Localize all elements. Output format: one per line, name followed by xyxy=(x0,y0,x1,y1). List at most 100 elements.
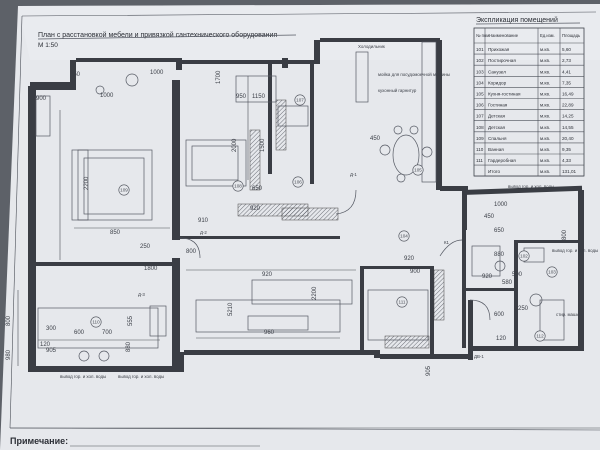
dimension-label: 920 xyxy=(404,256,415,262)
dv1-label: ДВ-1 xyxy=(474,354,484,359)
wardrobes xyxy=(237,99,445,349)
explication-cell: м.кв. xyxy=(540,147,550,152)
room-number-circle xyxy=(90,316,102,328)
room-number: 111 xyxy=(399,300,406,305)
water-outlet-left: вывод гор. и хол. воды xyxy=(60,374,106,379)
dimension-label: 905 xyxy=(46,348,57,354)
room-number: 110 xyxy=(92,320,100,325)
explication-cell: 14,55 xyxy=(562,125,574,130)
dimension-label: 920 xyxy=(250,206,261,212)
dimension-label: 650 xyxy=(252,186,263,192)
dimension-label: 1000 xyxy=(100,93,114,99)
exterior-walls xyxy=(28,38,584,372)
dimension-label: 1000 xyxy=(494,202,508,208)
room-number-circle xyxy=(546,266,558,278)
explication-cell: Постирочная xyxy=(488,58,516,63)
explication-cell: м.кв. xyxy=(540,114,550,119)
explication-cell: 111 xyxy=(476,158,483,163)
note-label: Примечание: xyxy=(10,436,68,446)
explication-title: Экспликация помещений xyxy=(476,16,558,24)
explication-cell: 108 xyxy=(476,125,484,130)
door-d3: Д-3 xyxy=(138,292,145,297)
explication-cell: Детская xyxy=(488,114,506,119)
water-outlet-right-1: вывод гор. и хол. воды xyxy=(508,184,554,189)
explication-cell: 101 xyxy=(476,47,484,52)
dimension-label: 450 xyxy=(370,136,381,142)
dimension-label: 580 xyxy=(502,280,513,286)
room-number-circle xyxy=(118,184,130,196)
room-number-circle xyxy=(518,250,530,262)
explication-cell: м.кв. xyxy=(540,69,550,74)
explication-cell: 4,33 xyxy=(562,158,571,163)
dimension-label: 910 xyxy=(198,218,209,224)
explication-cell: 102 xyxy=(476,58,484,63)
room-number: 109 xyxy=(120,188,128,193)
explication-cell: 131,01 xyxy=(562,169,576,174)
dimension-label: 800 xyxy=(562,229,568,240)
water-outlet-mid: вывод гор. и хол. воды xyxy=(118,374,164,379)
dimension-label: 1150 xyxy=(252,94,266,100)
dimension-label: 1800 xyxy=(144,266,158,272)
explication-table: Экспликация помещений № пом. Наименовани… xyxy=(473,16,585,177)
dimension-label: 920 xyxy=(262,272,273,278)
water-outlet-right-2: вывод гор. и хол. воды xyxy=(552,248,598,253)
interior-walls xyxy=(36,64,580,368)
dimension-label: 960 xyxy=(264,330,275,336)
explication-cell: Спальня xyxy=(488,136,507,141)
dimension-lines xyxy=(17,76,356,366)
dimension-label: 2200 xyxy=(312,286,318,300)
plan-annotations: Холодильник мойка для посудомоечной маши… xyxy=(60,44,598,379)
dimension-label: 600 xyxy=(494,312,505,318)
kitchen-note-2: кухонный гарнитур xyxy=(378,88,417,93)
paper-sheet xyxy=(0,4,600,450)
dimension-label: 850 xyxy=(110,230,121,236)
explication-cell: 7,35 xyxy=(562,80,571,85)
explication-cell: 2,73 xyxy=(562,58,571,63)
explication-cell: Прихожая xyxy=(488,47,510,52)
explication-cell: 104 xyxy=(476,80,484,85)
explication-header-unit: Ед.изм. xyxy=(540,33,555,38)
dimension-label: 800 xyxy=(6,315,12,326)
explication-cell: м.кв. xyxy=(540,136,550,141)
explication-cell: Гостиная xyxy=(488,103,508,108)
explication-cell: 9,35 xyxy=(562,147,571,152)
explication-header-area: Площадь xyxy=(562,33,581,38)
room-number: 106 xyxy=(294,180,302,185)
dimension-label: 800 xyxy=(186,249,197,255)
dimension-label: 555 xyxy=(128,315,134,326)
room-number-circle xyxy=(294,94,306,106)
fridge-label: Холодильник xyxy=(358,44,385,49)
room-number-circle xyxy=(412,164,424,176)
explication-cell: Гардеробная xyxy=(488,158,516,163)
room-number: 108 xyxy=(234,184,242,189)
explication-header-name: Наименование xyxy=(489,33,519,38)
explication-header-num: № пом. xyxy=(476,33,490,38)
explication-cell: 107 xyxy=(476,114,484,119)
dimension-label: 450 xyxy=(484,214,495,220)
explication-cell: Детская xyxy=(488,125,506,130)
room-number-circle xyxy=(398,230,410,242)
dimension-label: 2200 xyxy=(84,176,90,190)
dimension-label: 300 xyxy=(46,326,57,332)
dimension-label: 880 xyxy=(494,252,505,258)
room-number: 103 xyxy=(548,270,556,275)
explication-cell: Кухня-гостиная xyxy=(488,92,521,97)
dimension-label: 1700 xyxy=(216,70,222,84)
washing-machine-label: стир. машина xyxy=(556,312,584,317)
explication-cell: м.кв. xyxy=(540,169,550,174)
explication-cell: 106 xyxy=(476,103,484,108)
dimension-label: 120 xyxy=(496,336,507,342)
dimension-label: 1000 xyxy=(150,70,164,76)
explication-cell: Ванная xyxy=(488,147,504,152)
furniture xyxy=(35,41,565,362)
dimension-label: 450 xyxy=(70,72,81,78)
room-number: 112 xyxy=(536,334,544,339)
k1-label: К1 xyxy=(444,240,450,245)
room-number-circle xyxy=(292,176,304,188)
explication-cell: м.кв. xyxy=(540,125,550,130)
dimension-label: 120 xyxy=(40,342,51,348)
dimension-label: 5210 xyxy=(228,302,234,316)
room-number: 102 xyxy=(520,254,528,259)
